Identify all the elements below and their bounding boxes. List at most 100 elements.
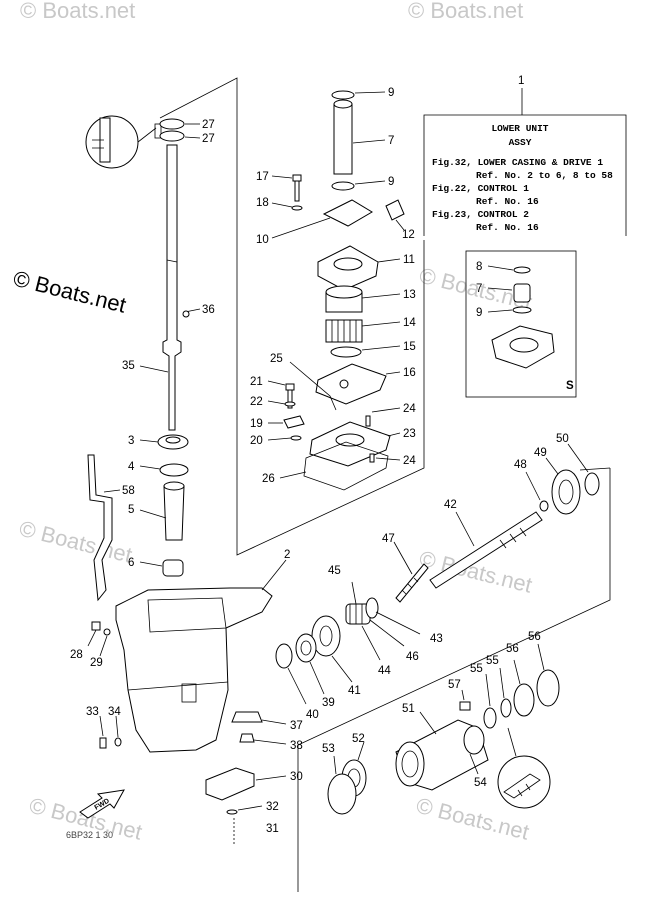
water-pump-group: 9 7 9 17 18 10 12 11 13 — [250, 87, 416, 491]
svg-text:54: 54 — [474, 777, 487, 789]
gear-icon — [551, 469, 581, 515]
svg-text:6: 6 — [128, 557, 134, 569]
svg-text:27: 27 — [202, 119, 215, 131]
svg-text:34: 34 — [108, 706, 121, 718]
info-line: Fig.23, CONTROL 2 — [432, 209, 529, 220]
anode-icon — [205, 767, 255, 801]
svg-text:41: 41 — [348, 685, 361, 697]
sleeve-icon — [163, 485, 185, 541]
svg-text:47: 47 — [382, 533, 395, 545]
svg-text:55: 55 — [486, 655, 499, 667]
svg-text:26: 26 — [262, 473, 275, 485]
svg-text:3: 3 — [128, 435, 134, 447]
inset-label: S — [566, 380, 574, 392]
svg-text:42: 42 — [444, 499, 457, 511]
svg-text:11: 11 — [403, 254, 415, 266]
svg-text:10: 10 — [256, 234, 269, 246]
watermark-main: © Boats.net — [11, 266, 129, 318]
detail-circle-icon — [497, 755, 551, 809]
plate-icon — [322, 199, 373, 227]
svg-text:9: 9 — [388, 87, 394, 99]
svg-text:56: 56 — [506, 643, 519, 655]
svg-text:28: 28 — [70, 649, 83, 661]
info-line: Ref. No. 2 to 6, 8 to 58 — [476, 170, 613, 181]
gear-icon — [311, 615, 341, 657]
svg-text:14: 14 — [403, 317, 416, 329]
svg-text:9: 9 — [388, 176, 394, 188]
footer-code: 6BP32 1 30 — [66, 830, 113, 840]
shift-rod-icon — [87, 454, 113, 602]
svg-text:7: 7 — [388, 135, 394, 147]
info-line: Fig.22, CONTROL 1 — [432, 183, 529, 194]
info-title-2: ASSY — [509, 137, 532, 148]
water-tube-icon — [333, 103, 353, 175]
o-ring-icon — [512, 306, 532, 314]
forward-arrow-icon — [79, 789, 125, 819]
svg-text:21: 21 — [250, 376, 263, 388]
pipe-icon — [513, 283, 531, 303]
assembly-outline-lower — [297, 468, 611, 892]
svg-text:49: 49 — [534, 447, 547, 459]
svg-text:24: 24 — [403, 403, 416, 415]
svg-text:24: 24 — [403, 455, 416, 467]
svg-text:2: 2 — [284, 549, 290, 561]
svg-text:58: 58 — [122, 485, 135, 497]
svg-text:16: 16 — [403, 367, 416, 379]
info-line: Ref. No. 16 — [476, 222, 539, 233]
svg-text:19: 19 — [250, 418, 263, 430]
propeller-shaft-group: 42 48 49 50 47 45 44 43 46 — [275, 433, 600, 815]
info-title-1: LOWER UNIT — [491, 123, 548, 134]
svg-text:46: 46 — [406, 651, 419, 663]
inset-box: 8 7 9 S — [465, 250, 577, 398]
info-box: 1 LOWER UNIT ASSY Fig.32, LOWER CASING &… — [423, 75, 627, 236]
svg-text:7: 7 — [476, 283, 482, 295]
svg-text:5: 5 — [128, 504, 134, 516]
svg-text:25: 25 — [270, 353, 283, 365]
svg-text:36: 36 — [202, 304, 215, 316]
svg-text:4: 4 — [128, 461, 135, 473]
svg-text:43: 43 — [430, 633, 443, 645]
svg-text:31: 31 — [266, 823, 279, 835]
outer-plate-icon — [315, 363, 387, 405]
svg-text:18: 18 — [256, 197, 269, 209]
svg-text:12: 12 — [402, 229, 415, 241]
lower-casing-group: 2 28 29 33 34 37 38 30 32 31 FWD 6BP — [66, 549, 303, 845]
detail-circle-icon — [85, 115, 139, 169]
svg-text:38: 38 — [290, 740, 303, 752]
callout-1: 1 — [518, 75, 524, 87]
svg-text:22: 22 — [250, 396, 263, 408]
svg-text:51: 51 — [402, 703, 415, 715]
svg-text:44: 44 — [378, 665, 391, 677]
watermark: © Boats.net — [408, 0, 523, 23]
svg-text:39: 39 — [322, 697, 335, 709]
svg-text:45: 45 — [328, 565, 341, 577]
lower-casing-icon — [115, 587, 273, 753]
svg-text:37: 37 — [290, 720, 303, 732]
svg-text:50: 50 — [556, 433, 569, 445]
svg-text:23: 23 — [403, 428, 416, 440]
assembly-outline-upper — [159, 77, 425, 556]
svg-text:52: 52 — [352, 733, 365, 745]
svg-text:48: 48 — [514, 459, 527, 471]
svg-text:13: 13 — [403, 289, 416, 301]
drive-shaft-icon — [162, 144, 182, 431]
svg-text:53: 53 — [322, 743, 335, 755]
watermark: © Boats.net — [17, 516, 135, 568]
info-line: Ref. No. 16 — [476, 196, 539, 207]
watermark: © Boats.net — [20, 0, 135, 23]
svg-text:17: 17 — [256, 171, 269, 183]
svg-text:32: 32 — [266, 801, 279, 813]
svg-text:40: 40 — [306, 709, 319, 721]
info-line: Fig.32, LOWER CASING & DRIVE 1 — [432, 157, 603, 168]
svg-text:9: 9 — [476, 307, 482, 319]
svg-text:27: 27 — [202, 133, 215, 145]
svg-text:33: 33 — [86, 706, 99, 718]
drive-shaft-group: 27 27 36 35 3 4 5 6 58 — [85, 115, 215, 602]
svg-text:8: 8 — [476, 261, 482, 273]
svg-text:20: 20 — [250, 435, 263, 447]
svg-text:57: 57 — [448, 679, 461, 691]
svg-text:15: 15 — [403, 341, 416, 353]
svg-text:35: 35 — [122, 360, 135, 372]
propeller-shaft-icon — [429, 511, 543, 589]
